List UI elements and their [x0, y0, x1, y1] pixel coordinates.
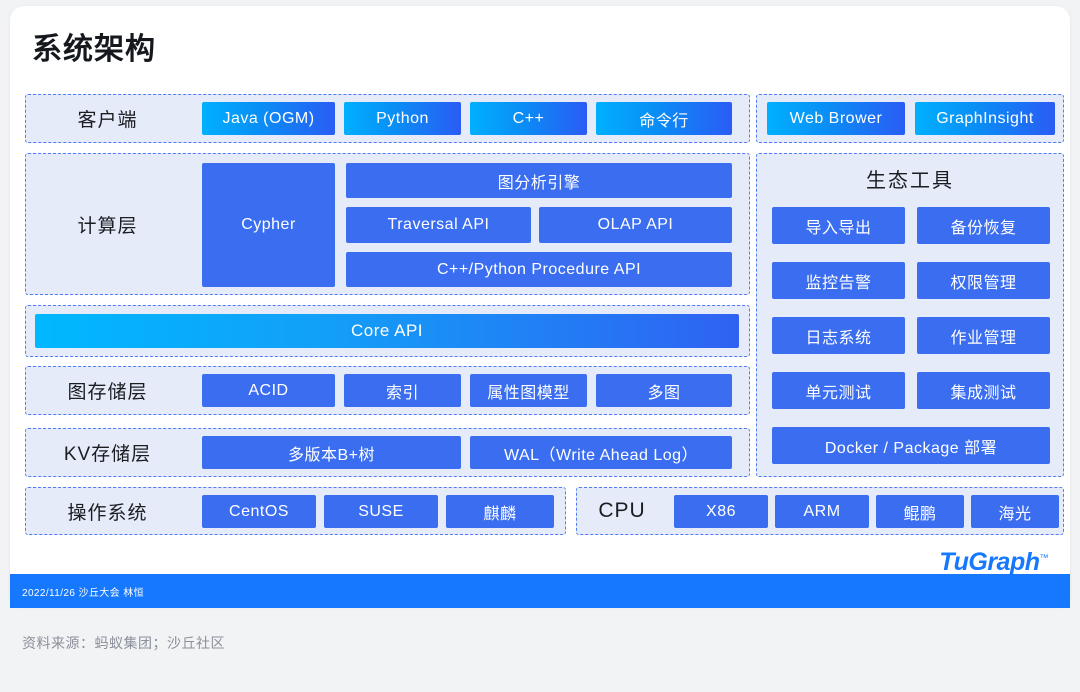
client-tools-panel: Web Brower GraphInsight [756, 94, 1064, 143]
graph-storage-chip-multigraph[interactable]: 多图 [596, 374, 732, 407]
kv-storage-panel: KV存储层 多版本B+树 WAL（Write Ahead Log） [25, 428, 750, 477]
compute-layer-panel: 计算层 Cypher 图分析引擎 Traversal API OLAP API … [25, 153, 750, 295]
compute-chip-olap-api[interactable]: OLAP API [539, 207, 732, 243]
cpu-chip-hygon[interactable]: 海光 [971, 495, 1059, 528]
tugraph-logo-text: TuGraph [939, 548, 1040, 576]
tugraph-logo: TuGraph™ [939, 548, 1048, 577]
cpu-chip-x86[interactable]: X86 [674, 495, 768, 528]
graph-storage-chip-acid[interactable]: ACID [202, 374, 335, 407]
footer-note: 2022/11/26 沙丘大会 林恒 [22, 587, 145, 599]
ecosystem-chip-backup-restore[interactable]: 备份恢复 [917, 207, 1050, 244]
compute-chip-graph-analytics-engine[interactable]: 图分析引擎 [346, 163, 732, 198]
client-layer-panel: 客户端 Java (OGM) Python C++ 命令行 [25, 94, 750, 143]
ecosystem-chip-docker-package-deploy[interactable]: Docker / Package 部署 [772, 427, 1050, 464]
os-chip-suse[interactable]: SUSE [324, 495, 438, 528]
os-chip-kylin[interactable]: 麒麟 [446, 495, 554, 528]
ecosystem-chip-monitoring-alerting[interactable]: 监控告警 [772, 262, 905, 299]
compute-layer-label: 计算层 [77, 215, 138, 237]
client-chip-web-browser[interactable]: Web Brower [767, 102, 905, 135]
kv-storage-chip-mvcc-bplus-tree[interactable]: 多版本B+树 [202, 436, 461, 469]
compute-chip-cypher[interactable]: Cypher [202, 163, 335, 287]
client-chip-graphinsight[interactable]: GraphInsight [915, 102, 1055, 135]
ecosystem-chip-job-management[interactable]: 作业管理 [917, 317, 1050, 354]
os-layer-panel: 操作系统 CentOS SUSE 麒麟 [25, 487, 566, 535]
ecosystem-tools-title: 生态工具 [866, 170, 954, 192]
page-title: 系统架构 [32, 33, 156, 66]
graph-storage-chip-property-graph-model[interactable]: 属性图模型 [470, 374, 587, 407]
os-layer-label: 操作系统 [67, 502, 148, 524]
core-api-panel: Core API [25, 305, 750, 357]
client-chip-python[interactable]: Python [344, 102, 461, 135]
ecosystem-tools-panel: 生态工具 导入导出 备份恢复 监控告警 权限管理 日志系统 作业管理 单元测试 … [756, 153, 1064, 477]
ecosystem-chip-logging-system[interactable]: 日志系统 [772, 317, 905, 354]
footer-bar: 2022/11/26 沙丘大会 林恒 [10, 574, 1070, 608]
client-chip-java[interactable]: Java (OGM) [202, 102, 335, 135]
core-api-bar[interactable]: Core API [35, 314, 739, 348]
client-layer-label: 客户端 [77, 110, 138, 131]
graph-storage-label: 图存储层 [67, 382, 148, 403]
client-chip-cli[interactable]: 命令行 [596, 102, 732, 135]
kv-storage-label: KV存储层 [63, 444, 152, 465]
compute-chip-procedure-api[interactable]: C++/Python Procedure API [346, 252, 732, 287]
client-chip-cpp[interactable]: C++ [470, 102, 587, 135]
ecosystem-chip-integration-test[interactable]: 集成测试 [917, 372, 1050, 409]
ecosystem-chip-unit-test[interactable]: 单元测试 [772, 372, 905, 409]
graph-storage-panel: 图存储层 ACID 索引 属性图模型 多图 [25, 366, 750, 415]
kv-storage-chip-wal[interactable]: WAL（Write Ahead Log） [470, 436, 732, 469]
ecosystem-chip-permission-management[interactable]: 权限管理 [917, 262, 1050, 299]
ecosystem-chip-import-export[interactable]: 导入导出 [772, 207, 905, 244]
trademark-icon: ™ [1039, 552, 1049, 563]
cpu-layer-panel: CPU X86 ARM 鲲鹏 海光 [576, 487, 1064, 535]
graph-storage-chip-index[interactable]: 索引 [344, 374, 461, 407]
cpu-layer-label: CPU [598, 499, 646, 522]
slide-card: 系统架构 客户端 Java (OGM) Python C++ 命令行 Web B… [10, 6, 1070, 606]
compute-chip-traversal-api[interactable]: Traversal API [346, 207, 531, 243]
cpu-chip-kunpeng[interactable]: 鲲鹏 [876, 495, 964, 528]
os-chip-centos[interactable]: CentOS [202, 495, 316, 528]
source-caption: 资料来源：蚂蚁集团；沙丘社区 [22, 635, 225, 651]
cpu-chip-arm[interactable]: ARM [775, 495, 869, 528]
